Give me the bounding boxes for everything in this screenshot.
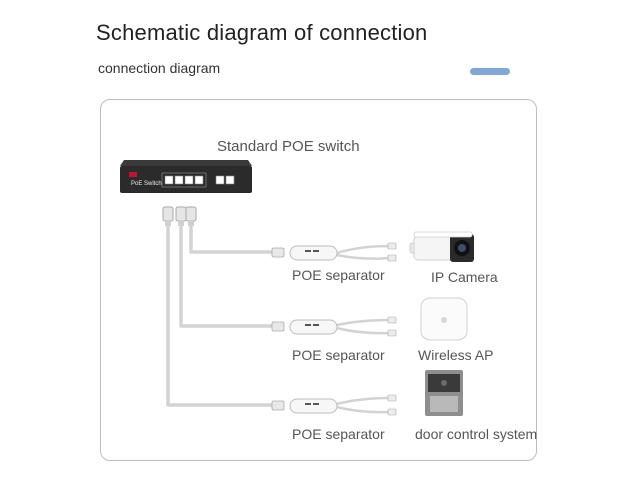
cable-2: [179, 224, 280, 328]
page-subtitle: connection diagram: [98, 60, 221, 76]
split-1a: [335, 244, 394, 255]
switch-device-text: PoE Switch: [131, 181, 162, 187]
separator-label-3: POE separator: [292, 426, 385, 442]
diagram-panel: [100, 99, 537, 461]
poe-switch-icon: PoE Switch: [120, 160, 252, 193]
cable-1: [189, 224, 280, 254]
page-title: Schematic diagram of connection: [96, 20, 428, 45]
switch-label: Standard POE switch: [217, 138, 360, 155]
split-3b: [335, 405, 394, 414]
device-label-ip-camera: IP Camera: [431, 269, 498, 285]
separator-label-1: POE separator: [292, 267, 385, 283]
poe-separator-icon-1: [271, 242, 397, 262]
cables: [166, 224, 394, 414]
split-3a: [335, 396, 394, 406]
door-control-icon: [425, 370, 463, 416]
rj45-plugs: [162, 206, 197, 226]
device-label-wireless-ap: Wireless AP: [418, 347, 494, 363]
device-label-door-control: door control system: [415, 426, 538, 442]
poe-separator-icon-2: [271, 316, 397, 337]
cable-3: [166, 224, 280, 407]
accent-bar: [470, 68, 510, 75]
poe-separator-icon-3: [271, 394, 397, 416]
wireless-ap-icon: [420, 297, 468, 341]
split-2a: [335, 318, 394, 327]
split-2b: [335, 326, 394, 335]
separator-label-2: POE separator: [292, 347, 385, 363]
ip-camera-icon: [409, 231, 474, 262]
split-1b: [335, 253, 394, 260]
